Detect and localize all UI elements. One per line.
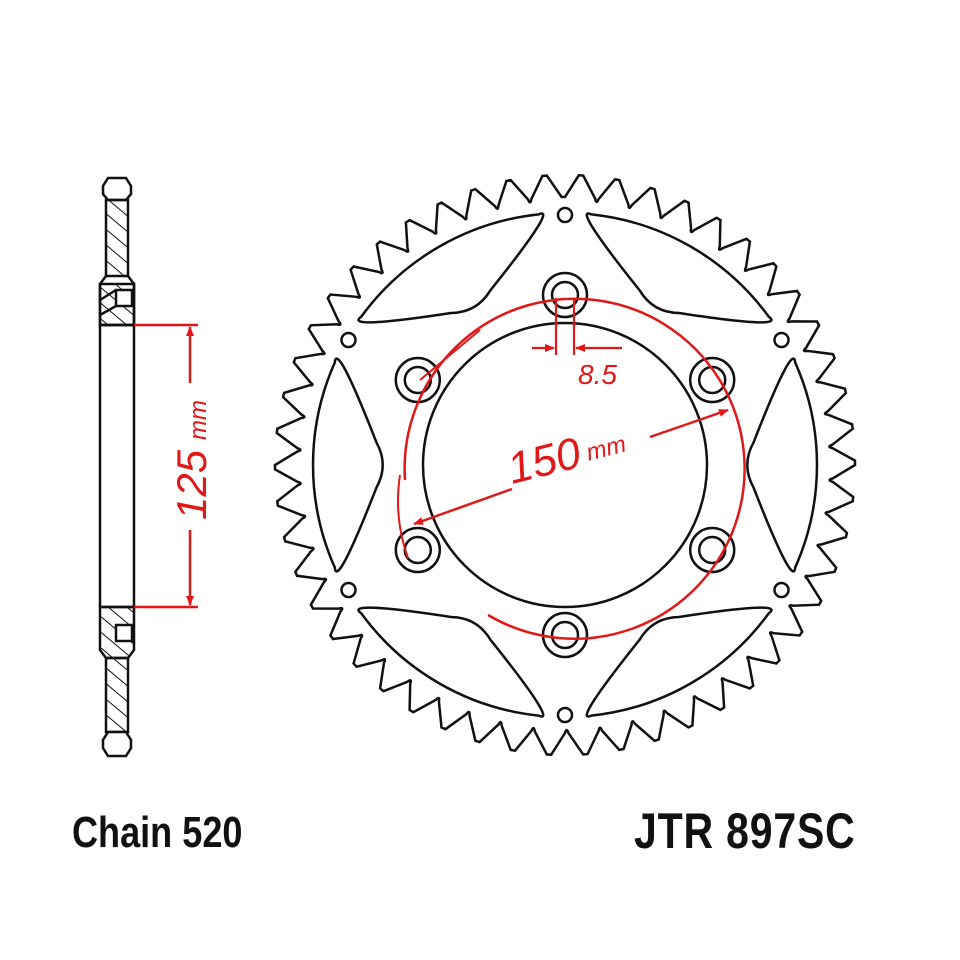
part-number-label: JTR 897SC xyxy=(634,803,856,859)
lightening-cutout xyxy=(311,357,384,573)
lightening-cutout xyxy=(357,212,545,324)
tooth-outline xyxy=(273,174,857,756)
bolt-hole xyxy=(688,526,736,574)
lightening-cutout xyxy=(357,606,545,718)
bolt-circle-label: 150 mm xyxy=(503,428,629,493)
bolt-hole xyxy=(541,611,589,659)
bolt-hole xyxy=(394,356,442,404)
bolt-hole xyxy=(541,271,589,319)
bolt-hole-value: 8.5 xyxy=(578,359,617,390)
sprocket-front-view xyxy=(273,174,857,756)
bolt-circle-value: 150 xyxy=(503,428,587,493)
small-hole xyxy=(773,331,790,349)
lightening-cutout xyxy=(585,606,773,718)
lightening-cutout xyxy=(746,357,819,573)
center-bore xyxy=(421,321,709,609)
chain-size-label: Chain 520 xyxy=(72,808,243,857)
hub-width-value: 125 xyxy=(168,449,215,520)
bolt-circle-unit: mm xyxy=(584,431,629,467)
bolt-circle-dimension xyxy=(397,297,746,640)
small-hole xyxy=(340,331,357,349)
hub-width-label: 125 mm xyxy=(168,400,215,520)
small-hole xyxy=(556,706,574,724)
bolt-hole-dimension xyxy=(532,298,622,355)
small-hole xyxy=(556,206,574,224)
hub-width-unit: mm xyxy=(185,400,212,440)
hub-width-dimension xyxy=(134,323,198,609)
side-profile-view xyxy=(98,176,136,758)
small-hole xyxy=(773,581,790,599)
small-hole xyxy=(340,581,357,599)
lightening-cutout xyxy=(585,212,773,324)
